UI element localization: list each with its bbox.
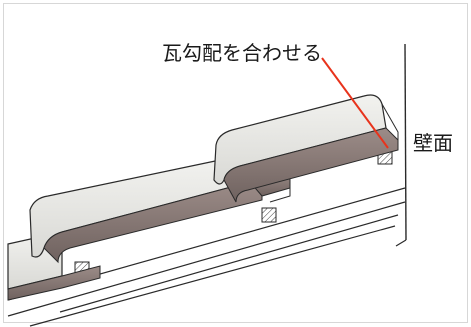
roof-tile-upper (213, 94, 399, 203)
wall-label: 壁面 (413, 131, 453, 155)
callout-label: 瓦勾配を合わせる (162, 41, 322, 65)
wall (395, 43, 407, 247)
callout-leader-line (321, 57, 389, 149)
figure-frame (3, 3, 468, 323)
